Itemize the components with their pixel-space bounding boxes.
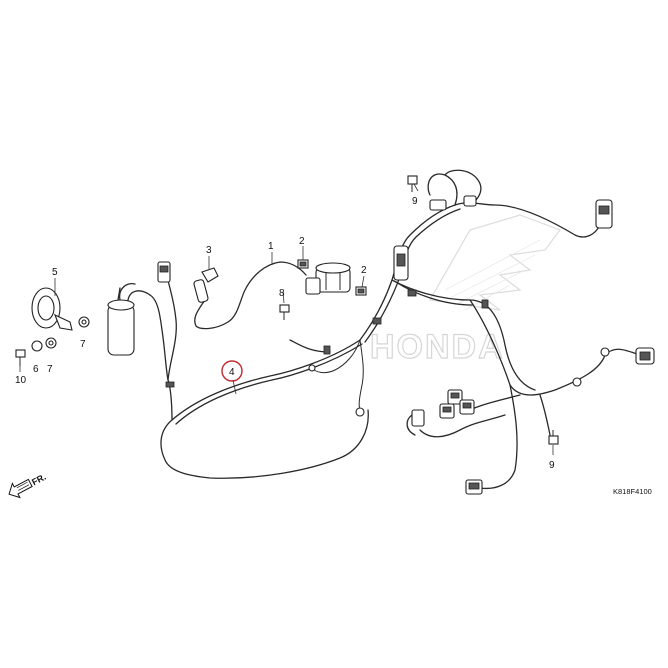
callout-7-right: 7 xyxy=(80,339,86,350)
ignition-coil xyxy=(305,262,351,295)
leader-lines xyxy=(19,183,554,455)
fastener-top xyxy=(297,259,309,269)
honda-watermark: HONDA xyxy=(369,214,561,367)
callout-4: 4 xyxy=(229,367,235,378)
components xyxy=(15,175,655,495)
callout-3: 3 xyxy=(206,245,212,256)
callout-5: 5 xyxy=(52,267,58,278)
capacitor-part xyxy=(107,287,135,356)
callout-9-top: 9 xyxy=(412,196,418,207)
callout-2-right: 2 xyxy=(361,265,367,276)
connector-cluster xyxy=(411,389,475,427)
connector-bottom xyxy=(465,479,483,495)
spark-plug-cap xyxy=(193,267,219,303)
bolt-part xyxy=(15,349,26,366)
bolt-9-top xyxy=(407,175,418,192)
connector-right-side xyxy=(635,347,655,365)
callout-9-right: 9 xyxy=(549,460,555,471)
horn-part xyxy=(31,287,73,331)
bolt-8 xyxy=(279,304,290,320)
drawing-code: K818F4100 xyxy=(613,487,652,496)
bolt-9-right xyxy=(548,430,559,445)
callout-1: 1 xyxy=(268,241,274,252)
callouts: 5 1 2 2 3 8 7 7 6 10 9 9 4 xyxy=(15,196,555,471)
nut-part xyxy=(31,340,43,352)
callout-2-top: 2 xyxy=(299,236,305,247)
highlight-ring xyxy=(221,360,243,382)
connector-top xyxy=(429,199,447,211)
honda-wordmark: HONDA xyxy=(370,328,505,366)
callout-10: 10 xyxy=(15,375,27,386)
fastener-right xyxy=(355,286,367,296)
front-direction-arrow: FR. xyxy=(8,472,48,499)
direction-label: FR. xyxy=(30,472,47,488)
callout-6: 6 xyxy=(33,364,39,375)
connector-right-top xyxy=(595,199,613,229)
callout-8: 8 xyxy=(279,288,285,299)
callout-7-left: 7 xyxy=(47,364,53,375)
